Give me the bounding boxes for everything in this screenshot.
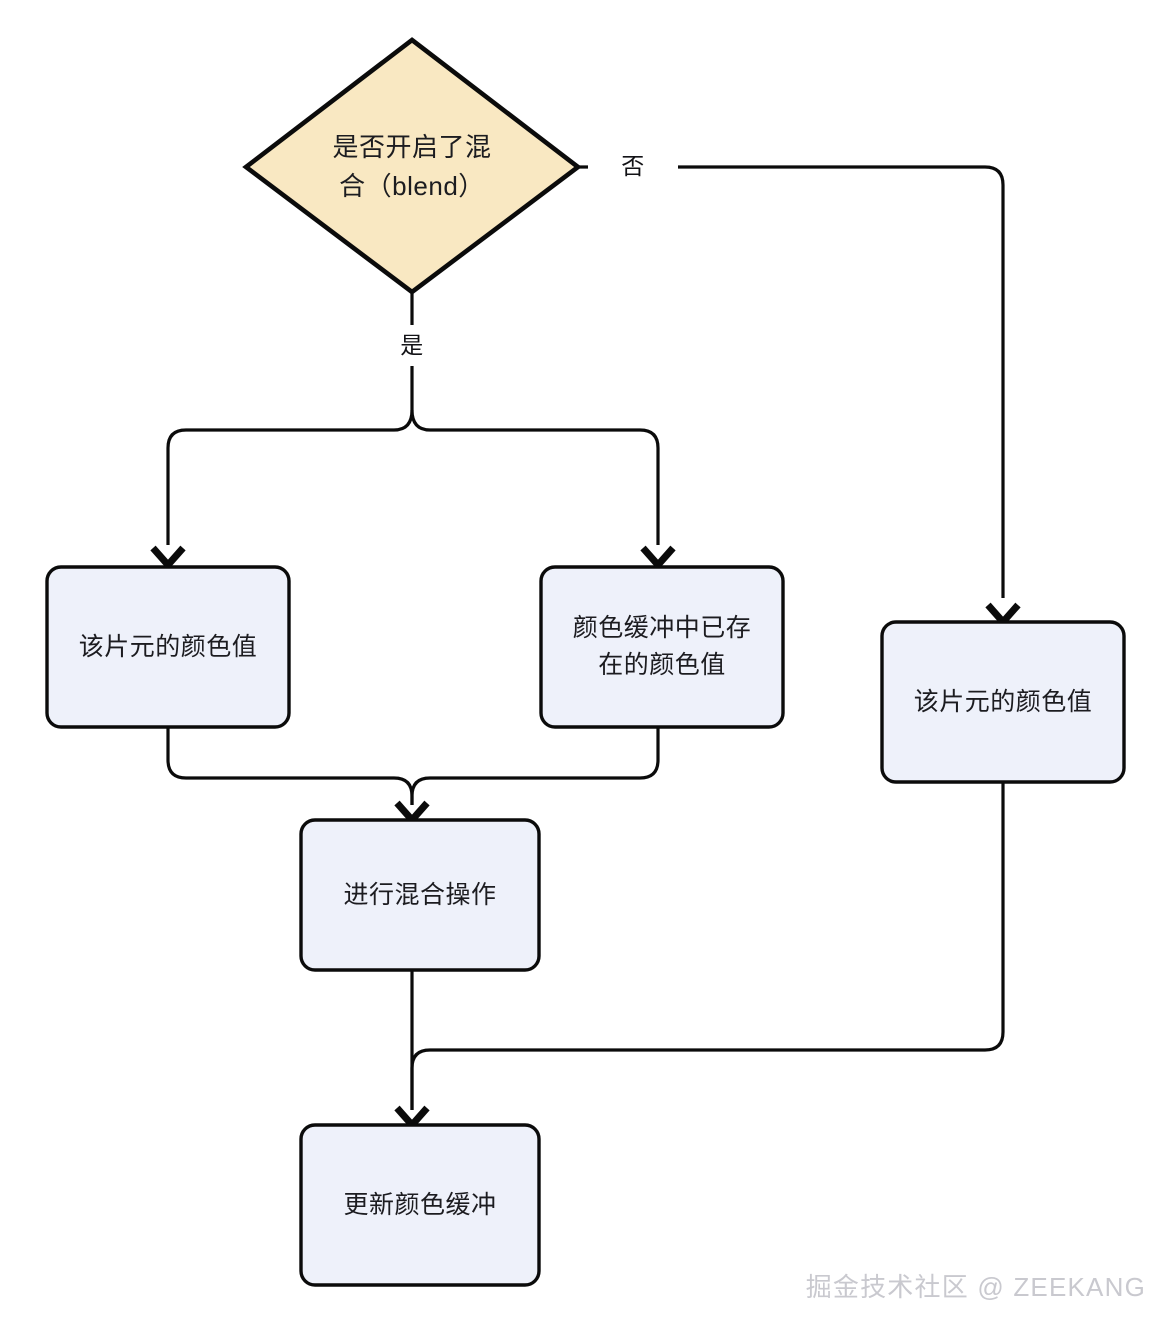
edge-yes-right-arrowhead xyxy=(640,545,676,571)
node-src-color-right[interactable] xyxy=(880,620,1126,784)
edge-yes-fork-right xyxy=(410,409,660,545)
node-do-blend[interactable] xyxy=(299,818,541,972)
edge-blend-to-update-arrowhead xyxy=(394,1105,430,1131)
edge-label-no: 否 xyxy=(621,153,645,179)
node-src-color-left[interactable] xyxy=(45,565,291,729)
edge-yes-fork-left xyxy=(166,409,414,545)
edge-no-path xyxy=(578,165,1005,598)
edge-yes-left-arrowhead xyxy=(150,545,186,571)
edge-no-arrowhead xyxy=(985,602,1021,628)
watermark-text: 掘金技术社区 @ ZEEKANG xyxy=(805,1272,1146,1302)
edge-label-yes: 是 xyxy=(400,332,424,358)
node-decision-blend[interactable] xyxy=(242,37,582,295)
node-update-color-buffer[interactable] xyxy=(299,1123,541,1287)
edge-mid-merge xyxy=(410,727,660,805)
edge-blend-in-arrowhead xyxy=(394,800,430,826)
edge-right-to-update-path xyxy=(410,780,1005,1110)
node-dst-color-buffer[interactable] xyxy=(539,565,785,729)
edge-left-merge xyxy=(166,727,414,805)
